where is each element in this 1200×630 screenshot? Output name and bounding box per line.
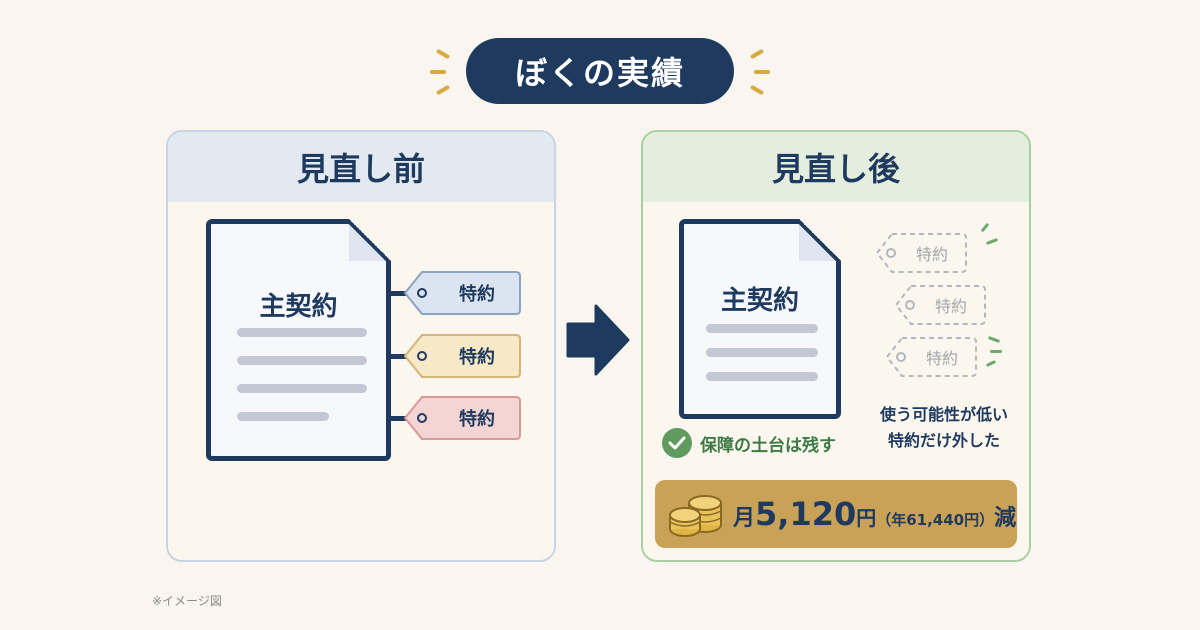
removed-rider-tag: 特約	[884, 336, 978, 378]
coins-icon	[669, 495, 722, 537]
before-rider-tag: 特約	[402, 333, 522, 379]
removed-rider-tag: 特約	[893, 284, 987, 326]
before-rider-label: 特約	[459, 284, 495, 305]
after-heading: 見直し後	[643, 132, 1029, 202]
savings-text: 月 5,120 円 （年61,440円） 減	[733, 495, 1016, 533]
arrow-right-icon	[566, 304, 630, 376]
before-main-contract-label: 主契約	[259, 292, 338, 322]
rider-connector	[388, 291, 406, 296]
check-icon	[662, 428, 692, 458]
rider-connector	[388, 354, 406, 359]
footnote: ※イメージ図	[152, 594, 222, 608]
after-document-icon: 主契約	[679, 219, 841, 419]
savings-amount: 5,120	[755, 495, 857, 533]
savings-suffix: 減	[994, 506, 1017, 531]
savings-prefix: 月	[733, 506, 756, 531]
before-rider-tag: 特約	[402, 395, 522, 441]
removed-riders-caption: 使う可能性が低い 特約だけ外した	[858, 402, 1030, 454]
removed-caption-line1: 使う可能性が低い	[879, 405, 1008, 424]
savings-unit: 円	[856, 506, 877, 530]
removed-rider-tag: 特約	[874, 232, 968, 274]
before-rider-label: 特約	[459, 347, 495, 368]
before-heading: 見直し前	[168, 132, 554, 202]
after-main-contract-label: 主契約	[720, 286, 799, 316]
rider-connector	[388, 416, 406, 421]
keep-foundation-caption: 保障の土台は残す	[662, 428, 836, 458]
before-document-icon: 主契約	[206, 219, 391, 461]
before-rider-label: 特約	[459, 409, 495, 430]
page-title: ぼくの実績	[466, 38, 734, 104]
savings-bar: 月 5,120 円 （年61,440円） 減	[655, 480, 1017, 548]
before-rider-tag: 特約	[402, 270, 522, 316]
savings-annual: （年61,440円）	[876, 511, 995, 529]
keep-caption-text: 保障の土台は残す	[700, 435, 836, 456]
removed-rider-label: 特約	[925, 349, 958, 368]
removed-caption-line2: 特約だけ外した	[887, 431, 1000, 450]
removed-rider-label: 特約	[915, 245, 948, 264]
removed-rider-label: 特約	[934, 297, 967, 316]
